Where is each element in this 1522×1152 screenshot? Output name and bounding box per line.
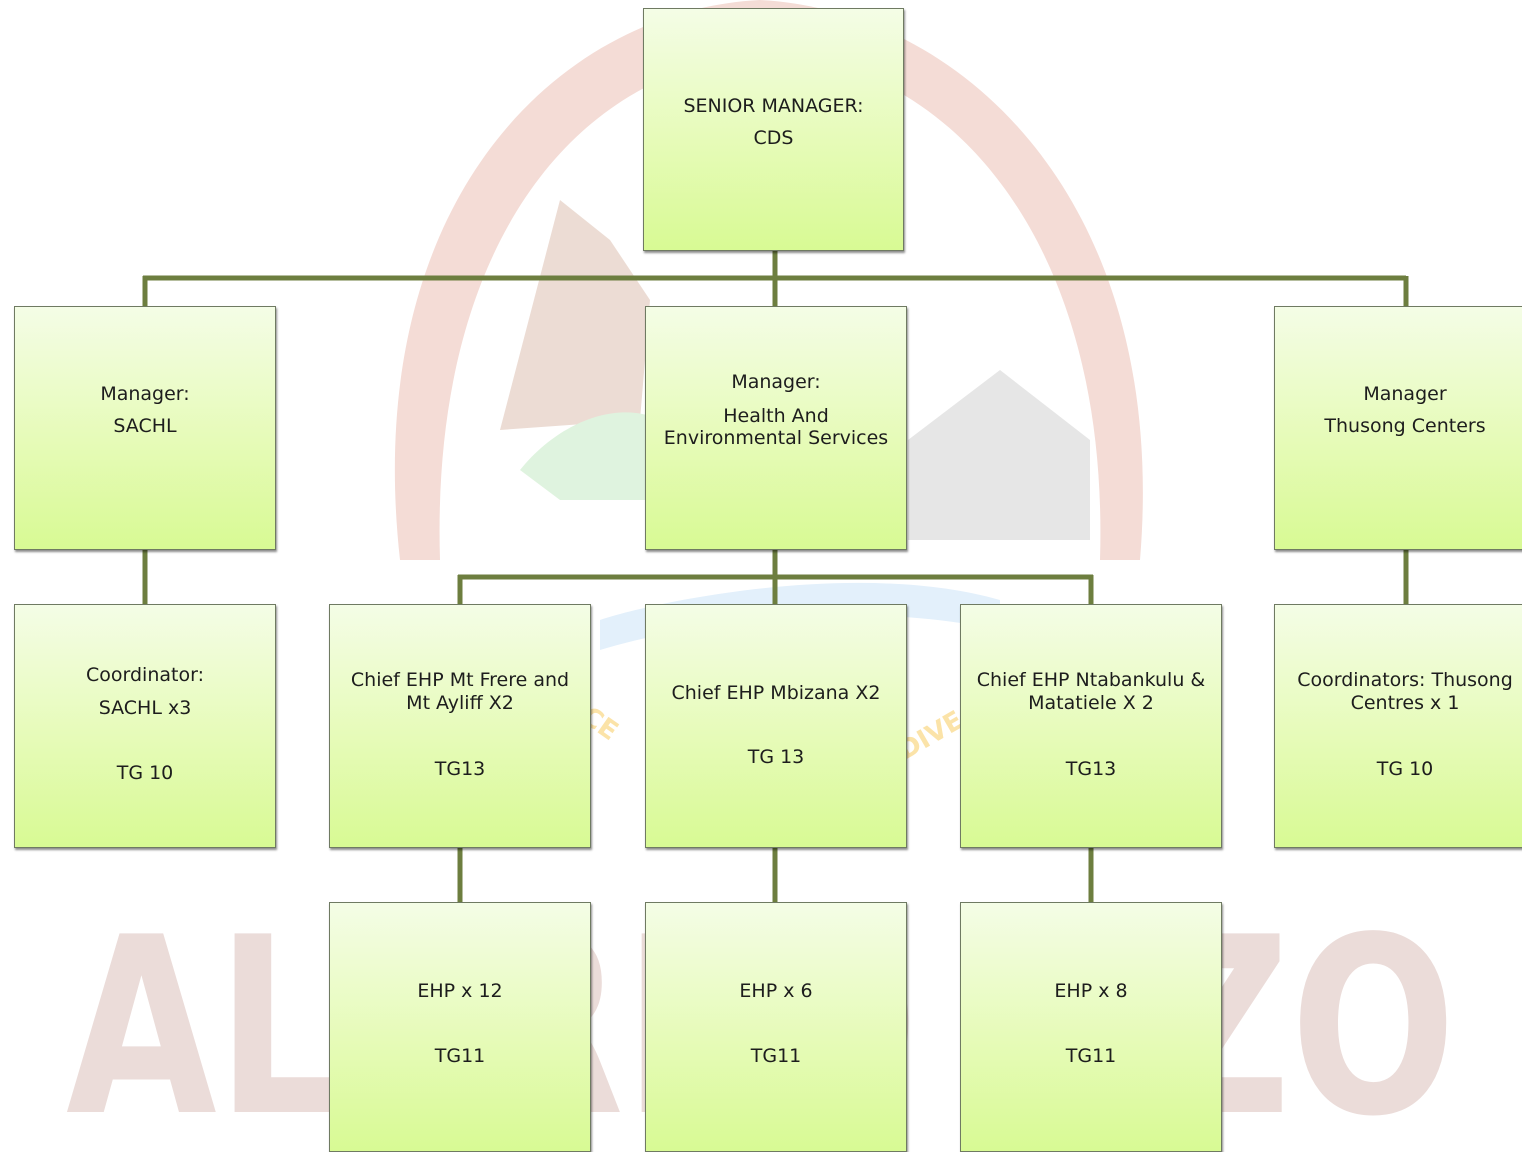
chief-ehp-ntabankulu-box: Chief EHP Ntabankulu & Matatiele X 2 TG1…	[960, 604, 1222, 848]
coordinator-thusong-title-line1: Coordinators: Thusong	[1297, 669, 1513, 691]
chief-ehp-ntabankulu-title-line2: Matatiele X 2	[1028, 692, 1154, 714]
manager-thusong-box: Manager Thusong Centers	[1274, 306, 1522, 550]
coordinator-thusong-grade: TG 10	[1376, 758, 1434, 780]
ehp-ntabankulu-label: EHP x 8	[1054, 980, 1128, 1002]
manager-sachl-box: Manager: SACHL	[14, 306, 276, 550]
chief-ehp-ntabankulu-grade: TG13	[1065, 758, 1117, 780]
senior-manager-unit: CDS	[753, 127, 794, 149]
chief-ehp-mbizana-title: Chief EHP Mbizana X2	[671, 682, 881, 704]
chief-ehp-mbizana-grade: TG 13	[747, 746, 805, 768]
emblem-mountain-shape	[500, 200, 650, 430]
ehp-mbizana-box: EHP x 6 TG11	[645, 902, 907, 1152]
manager-sachl-unit: SACHL	[113, 415, 177, 437]
chief-ehp-mt-frere-title-line1: Chief EHP Mt Frere and	[350, 669, 570, 691]
senior-manager-box: SENIOR MANAGER: CDS	[643, 8, 904, 251]
coordinator-thusong-box: Coordinators: Thusong Centres x 1 TG 10	[1274, 604, 1522, 848]
manager-health-unit-line1: Health And	[723, 405, 829, 427]
ehp-mbizana-grade: TG11	[750, 1045, 802, 1067]
manager-thusong-title: Manager	[1363, 383, 1447, 405]
manager-sachl-title: Manager:	[100, 383, 190, 405]
ehp-mbizana-label: EHP x 6	[739, 980, 813, 1002]
senior-manager-title: SENIOR MANAGER:	[683, 95, 864, 117]
chief-ehp-mt-frere-box: Chief EHP Mt Frere and Mt Ayliff X2 TG13	[329, 604, 591, 848]
chief-ehp-mbizana-box: Chief EHP Mbizana X2 TG 13	[645, 604, 907, 848]
coordinator-thusong-title-line2: Centres x 1	[1350, 692, 1460, 714]
manager-health-title: Manager:	[731, 371, 821, 393]
ehp-mt-frere-grade: TG11	[434, 1045, 486, 1067]
coordinator-sachl-grade: TG 10	[116, 762, 174, 784]
manager-health-unit-line2: Environmental Services	[663, 427, 889, 449]
ehp-mt-frere-box: EHP x 12 TG11	[329, 902, 591, 1152]
coordinator-sachl-box: Coordinator: SACHL x3 TG 10	[14, 604, 276, 848]
chief-ehp-ntabankulu-title-line1: Chief EHP Ntabankulu &	[976, 669, 1206, 691]
ehp-ntabankulu-box: EHP x 8 TG11	[960, 902, 1222, 1152]
ehp-mt-frere-label: EHP x 12	[417, 980, 503, 1002]
coordinator-sachl-title: Coordinator:	[86, 664, 204, 686]
chief-ehp-mt-frere-title-line2: Mt Ayliff X2	[406, 692, 514, 714]
emblem-house-shape	[908, 370, 1090, 540]
ehp-ntabankulu-grade: TG11	[1065, 1045, 1117, 1067]
manager-thusong-unit: Thusong Centers	[1324, 415, 1486, 437]
chief-ehp-mt-frere-grade: TG13	[434, 758, 486, 780]
emblem-hills-shape	[520, 412, 660, 500]
manager-health-box: Manager: Health And Environmental Servic…	[645, 306, 907, 550]
coordinator-sachl-unit: SACHL x3	[98, 697, 192, 719]
